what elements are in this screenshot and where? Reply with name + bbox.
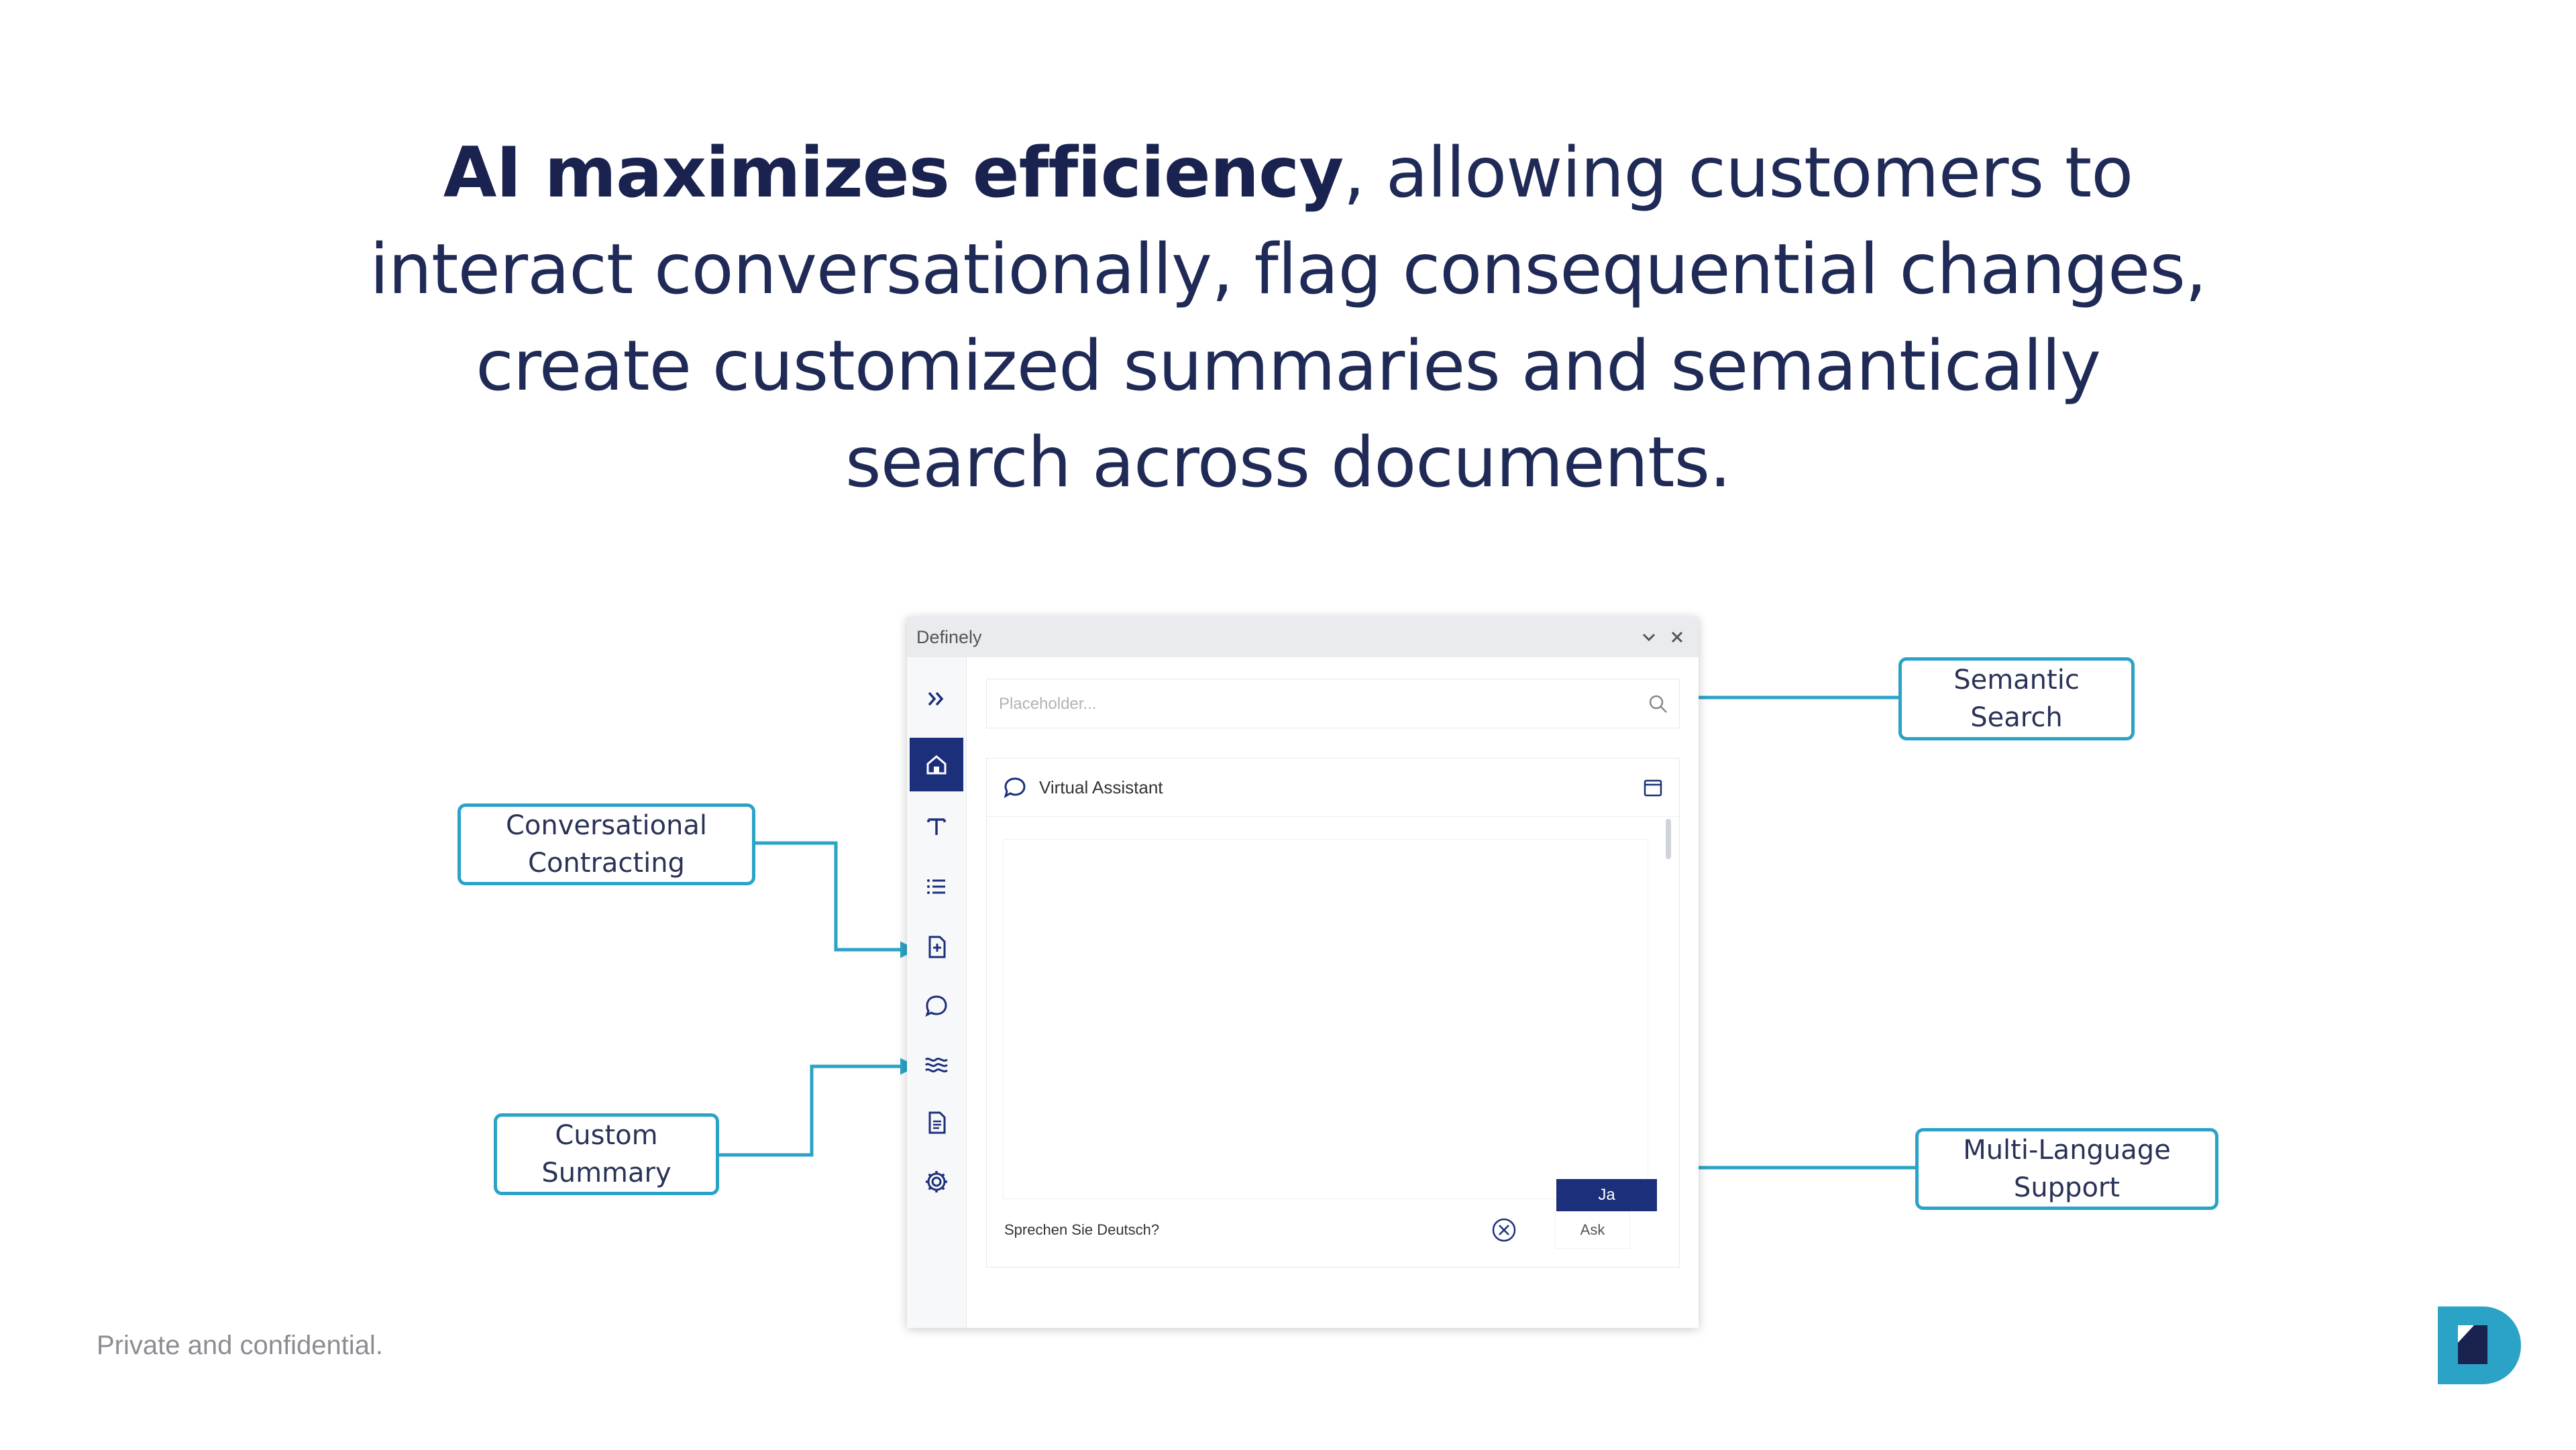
title-bar: Definely [907, 617, 1699, 657]
callout-semantic-search: Semantic Search [1898, 657, 2135, 740]
headline-rest: , allowing customers to interact convers… [370, 133, 2207, 503]
sidebar-item-home[interactable] [910, 738, 963, 791]
sidebar-item-list[interactable] [910, 860, 963, 913]
sidebar-item-document[interactable] [910, 1096, 963, 1150]
addin-window: Definely [907, 617, 1699, 1328]
document-icon [928, 1111, 946, 1134]
callout-conversational-contracting: Conversational Contracting [458, 803, 755, 885]
connector-conversational [753, 841, 917, 958]
headline: AI maximizes efficiency, allowing custom… [362, 125, 2214, 511]
sidebar-item-summary[interactable] [910, 1038, 963, 1092]
chat-area: Ja [1003, 839, 1657, 1211]
virtual-assistant-panel: Virtual Assistant Ja Ask [986, 758, 1680, 1268]
reply-button[interactable]: Ja [1556, 1179, 1657, 1211]
sidebar-item-add-document[interactable] [910, 920, 963, 974]
home-icon [926, 755, 947, 775]
chat-icon [925, 995, 947, 1017]
settings-icon [926, 1171, 947, 1192]
expand-button[interactable] [910, 672, 963, 726]
sidebar [907, 657, 967, 1328]
ask-button[interactable]: Ask [1556, 1212, 1629, 1248]
clear-icon[interactable] [1490, 1216, 1518, 1244]
search-bar [986, 679, 1680, 729]
text-icon [927, 818, 946, 835]
expand-icon [928, 691, 944, 706]
calendar-icon[interactable] [1642, 776, 1664, 799]
app-title: Definely [916, 626, 982, 647]
search-input[interactable] [998, 679, 1604, 729]
sidebar-item-text[interactable] [910, 799, 963, 853]
chevron-down-icon[interactable] [1638, 626, 1660, 648]
callout-multi-language-support: Multi-Language Support [1915, 1128, 2218, 1210]
close-icon[interactable] [1666, 626, 1688, 648]
add-document-icon [928, 936, 946, 958]
waves-icon [924, 1058, 948, 1072]
footer-confidential: Private and confidential. [97, 1331, 383, 1360]
sidebar-item-settings[interactable] [910, 1155, 963, 1209]
sidebar-item-chat[interactable] [910, 979, 963, 1033]
definely-logo-icon [2438, 1306, 2521, 1384]
callout-custom-summary: Custom Summary [494, 1113, 719, 1195]
assistant-header: Virtual Assistant [987, 759, 1679, 817]
scrollbar[interactable] [1666, 819, 1671, 859]
question-input[interactable] [1003, 1209, 1515, 1251]
list-icon [927, 879, 945, 894]
assistant-title: Virtual Assistant [1039, 777, 1163, 797]
search-icon[interactable] [1647, 693, 1670, 716]
connector-custom-summary [718, 1058, 917, 1157]
headline-bold: AI maximizes efficiency [443, 133, 1344, 213]
chat-bubble-icon [1004, 777, 1026, 799]
